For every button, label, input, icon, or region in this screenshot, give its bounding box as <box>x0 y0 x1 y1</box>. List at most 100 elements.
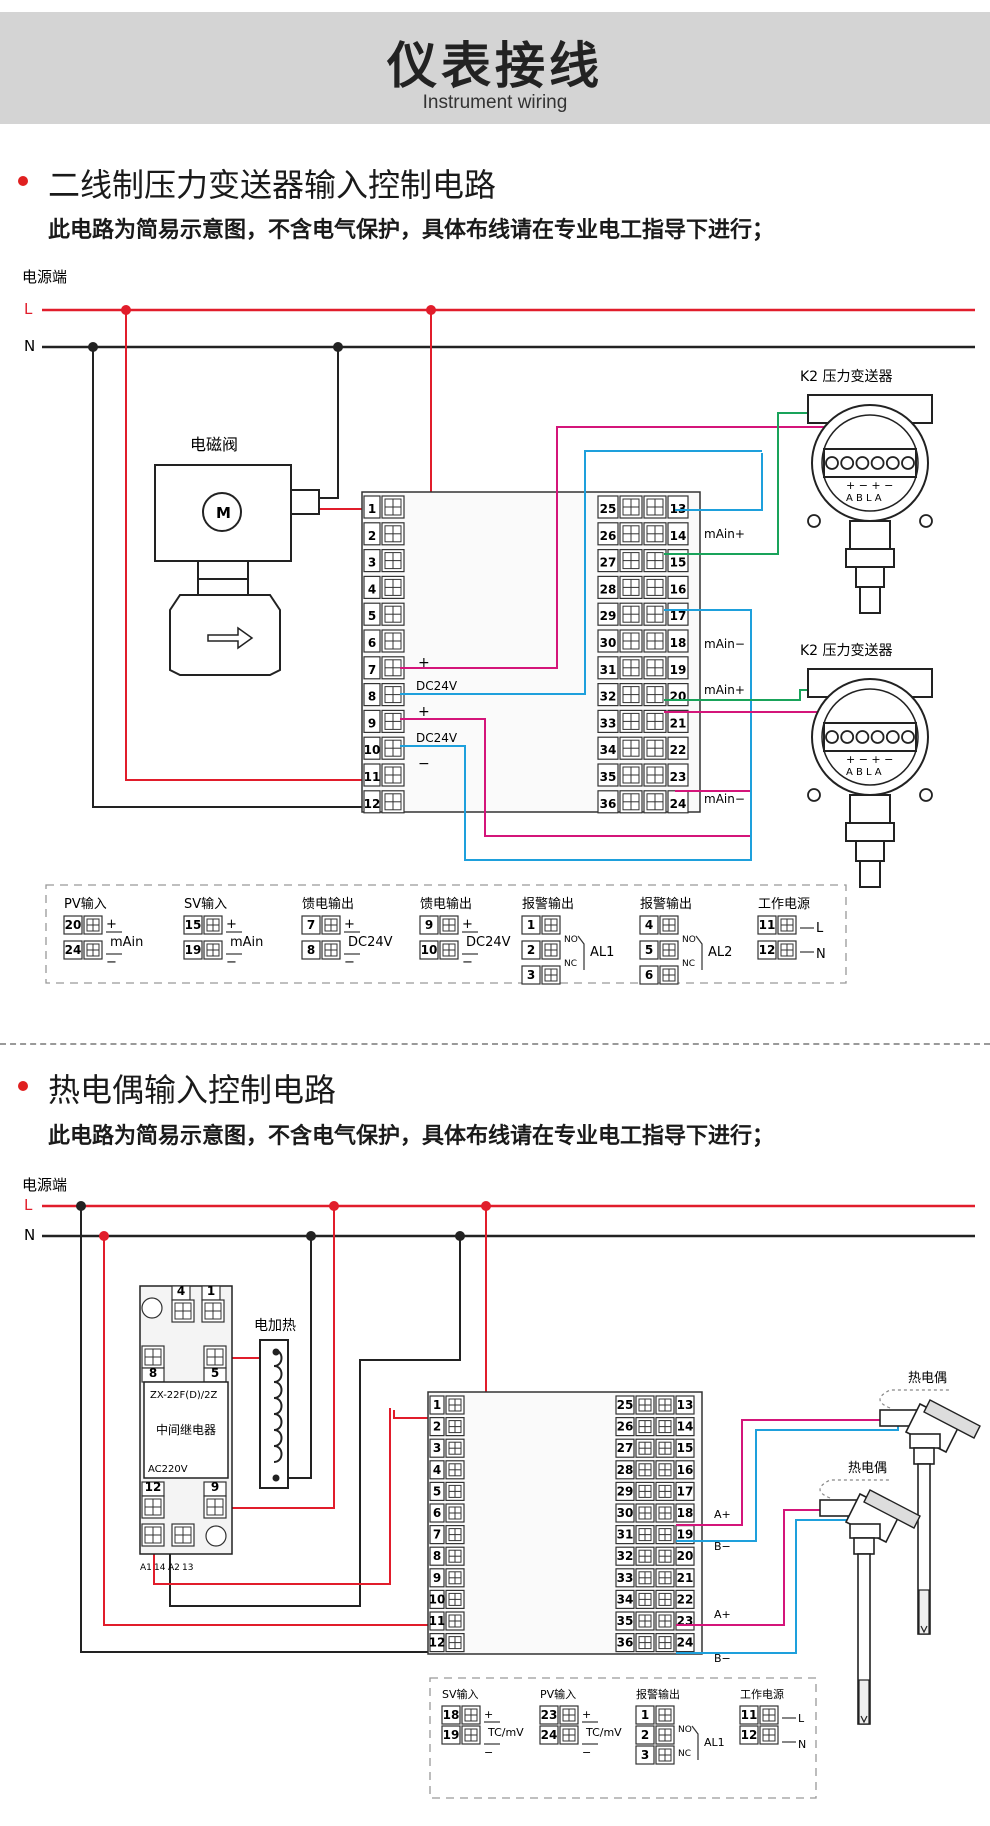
terminal-label: 4 <box>433 1463 441 1477</box>
terminal-number <box>739 1725 759 1745</box>
wire-n-to-12 <box>92 347 364 808</box>
terminal-screw-icon <box>840 730 855 744</box>
legend-minus: − <box>106 955 117 970</box>
header-banner: 仪表接线 Instrument wiring <box>0 12 990 124</box>
junction-dot <box>306 1231 316 1241</box>
motor-symbol: M <box>216 504 231 522</box>
legend-item-title: 工作电源 <box>740 1687 784 1701</box>
wire-n-to-valve <box>302 347 339 499</box>
terminal-number <box>419 915 439 935</box>
terminal-label: 18 <box>677 1506 694 1520</box>
legend-signal: TC/mV <box>585 1726 622 1739</box>
terminal-number <box>675 1568 695 1588</box>
b-minus-label: B− <box>714 1540 731 1553</box>
terminal-number <box>183 940 203 960</box>
terminal-number <box>429 1417 445 1437</box>
terminal-label: 1 <box>207 1284 215 1298</box>
terminal-label: 32 <box>617 1549 634 1563</box>
terminal-label: 8 <box>149 1366 157 1380</box>
terminal-number <box>301 915 321 935</box>
terminal-screw-icon <box>901 730 915 744</box>
terminal-label: 1 <box>368 502 376 516</box>
wire-8-to-k2a <box>400 450 762 695</box>
terminal-number <box>675 1546 695 1566</box>
terminal-number <box>597 575 619 599</box>
wire-10-to-19 <box>400 609 752 861</box>
wire-relay-a2 <box>153 1408 391 1585</box>
junction-dot <box>121 305 131 315</box>
terminal-label: 35 <box>617 1614 634 1628</box>
terminal-number <box>521 965 541 985</box>
terminal-screw-icon <box>870 456 885 470</box>
terminal-label: 9 <box>368 716 376 730</box>
terminal-label: 12 <box>429 1636 446 1650</box>
transmitter-signs: + − + − <box>846 479 893 492</box>
terminal-label: 28 <box>617 1463 634 1477</box>
relay-coil-term: A2 <box>168 1563 180 1573</box>
terminal-label: 10 <box>421 943 438 957</box>
terminal-number <box>363 602 381 626</box>
terminal-number <box>615 1460 635 1480</box>
terminal-number <box>615 1611 635 1631</box>
line-l-label: L <box>24 300 33 318</box>
terminal-number <box>615 1481 635 1501</box>
plus-label: + <box>418 655 430 671</box>
terminal-number <box>597 522 619 546</box>
terminal-number <box>667 656 689 680</box>
terminal-number <box>667 495 689 519</box>
legend-signal: TC/mV <box>487 1726 524 1739</box>
wire-relay-9 <box>216 1206 335 1509</box>
terminal-number <box>597 549 619 573</box>
terminal-number <box>615 1503 635 1523</box>
terminal-number <box>667 736 689 760</box>
legend-minus: − <box>582 1746 591 1759</box>
terminal-label: 9 <box>433 1571 441 1585</box>
terminal-number <box>429 1568 445 1588</box>
legend-item-title: 报警输出 <box>522 896 574 912</box>
terminal-label: 26 <box>600 529 617 543</box>
terminal-label: 16 <box>677 1463 694 1477</box>
terminal-number <box>441 1725 461 1745</box>
relay-model: ZX-22F(D)/2Z <box>150 1390 218 1401</box>
terminal-label: 31 <box>600 663 617 677</box>
terminal-number <box>597 763 619 787</box>
terminal-label: 10 <box>364 743 381 757</box>
terminal-number <box>429 1546 445 1566</box>
transmitter-label: K2 压力变送器 <box>800 643 893 659</box>
power-label: 电源端 <box>22 268 67 286</box>
terminal-label: 14 <box>670 529 687 543</box>
terminal-label: 8 <box>433 1549 441 1563</box>
transmitter-signs: + − + − <box>846 753 893 766</box>
terminal-number <box>675 1481 695 1501</box>
terminal-label: 4 <box>645 918 653 932</box>
terminal-number <box>615 1417 635 1437</box>
legend-nc-label: NC <box>678 1749 691 1759</box>
terminal-number <box>429 1589 445 1609</box>
terminal-label: 11 <box>364 770 381 784</box>
legend-box <box>45 884 847 984</box>
legend-signal: AL2 <box>708 945 732 960</box>
terminal-label: 12 <box>759 943 776 957</box>
wire-relay-a1 <box>169 1236 461 1607</box>
terminal-label: 1 <box>641 1708 649 1722</box>
terminal-label: 1 <box>433 1398 441 1412</box>
terminal-number <box>757 915 777 935</box>
line-n-label: N <box>24 337 35 355</box>
terminal-label: 12 <box>145 1480 162 1494</box>
plus-label: + <box>418 704 430 720</box>
terminal-number <box>597 736 619 760</box>
terminal-number <box>521 915 541 935</box>
junction-dot <box>426 305 436 315</box>
terminal-number <box>429 1481 445 1501</box>
terminal-label: 3 <box>527 968 535 982</box>
legend-item-title: SV输入 <box>184 896 227 912</box>
terminal-label: 36 <box>617 1636 634 1650</box>
terminal-number <box>635 1725 655 1745</box>
terminal-number <box>363 549 381 573</box>
legend-nc-label: NC <box>564 959 577 969</box>
transmitter-pins: A B L A <box>846 767 882 778</box>
relay-name: 中间继电器 <box>156 1422 216 1437</box>
terminal-number <box>521 940 541 960</box>
